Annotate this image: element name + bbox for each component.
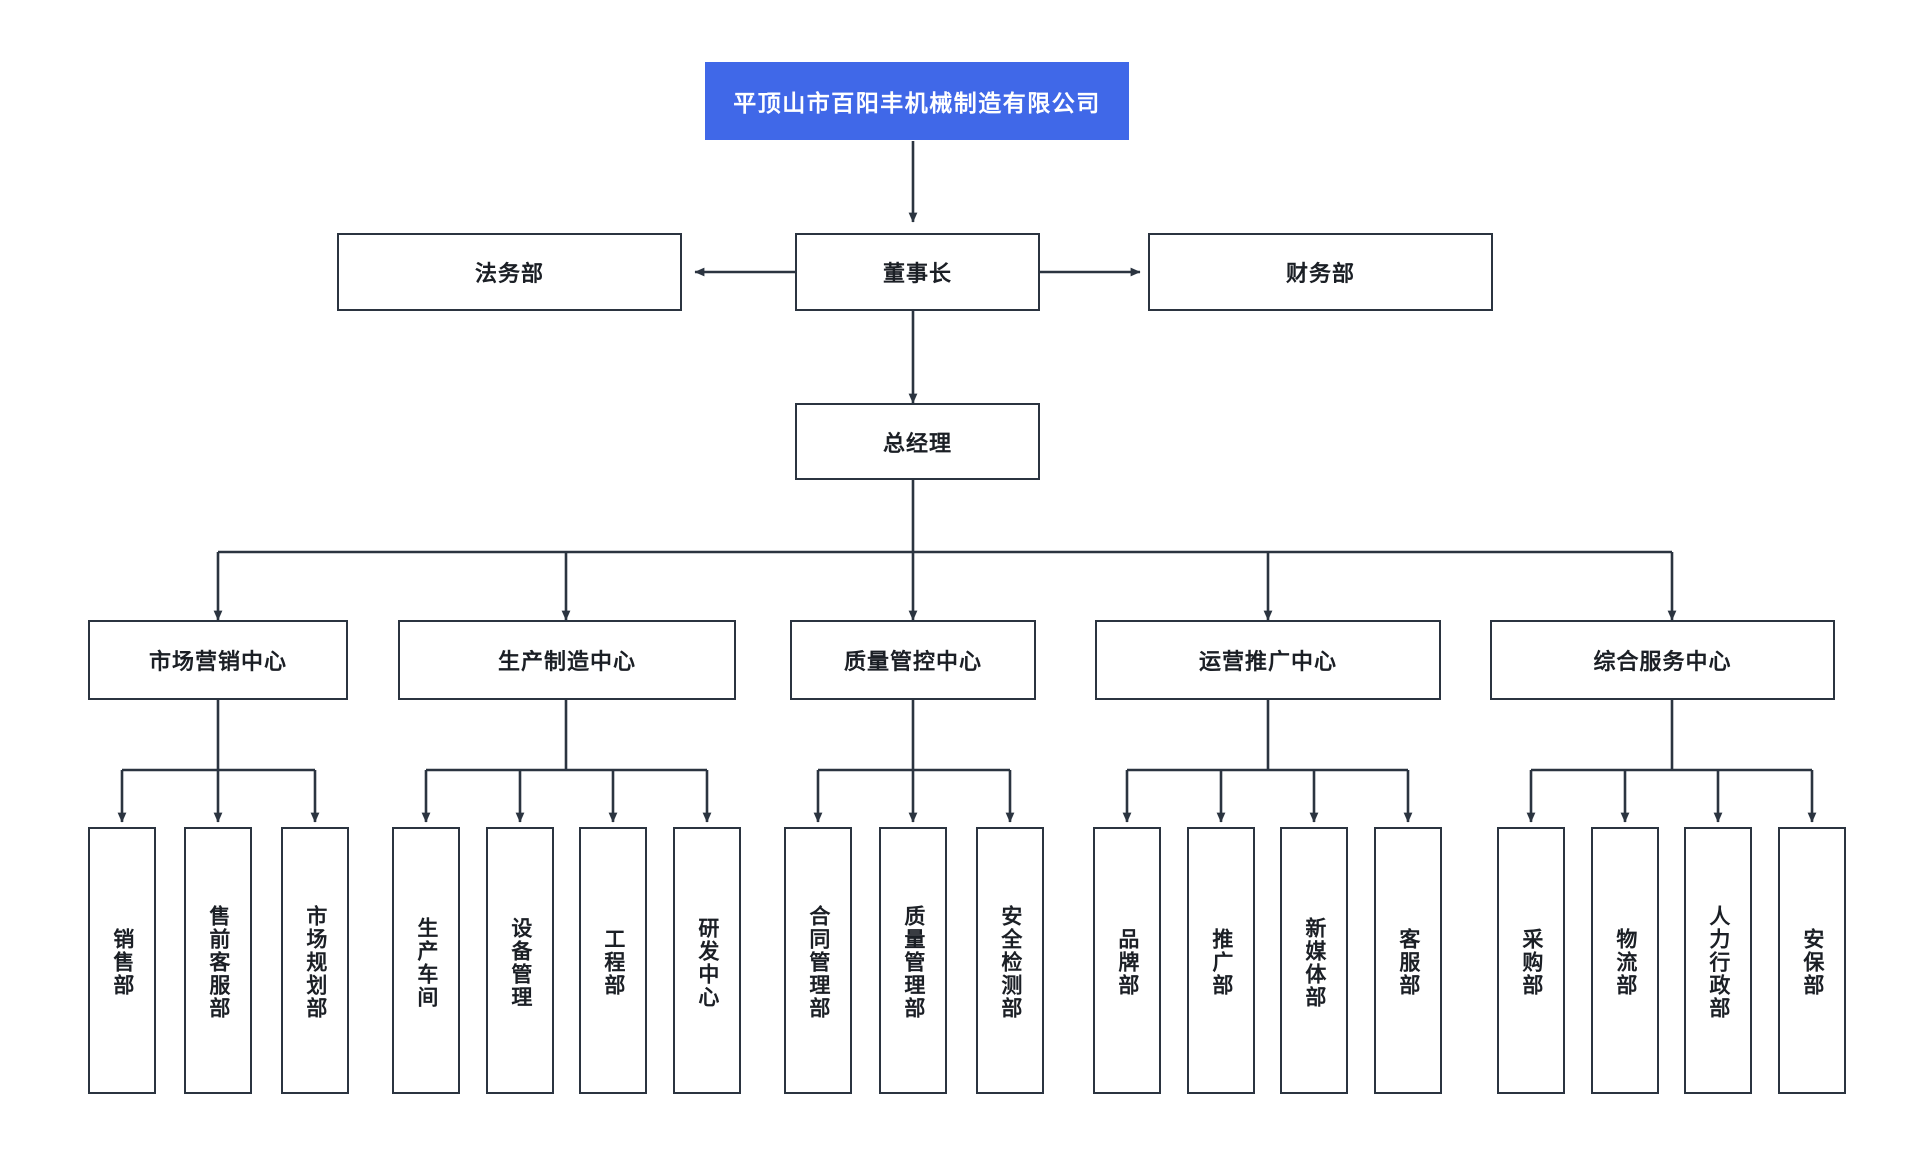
node-label: 董事长 (882, 261, 952, 286)
node-center-general-services[interactable]: 综合服务中心 (1490, 620, 1835, 700)
node-dept-production-workshop[interactable]: 生产车间 (392, 827, 460, 1094)
node-center-operations[interactable]: 运营推广中心 (1095, 620, 1441, 700)
node-label: 客服部 (1396, 928, 1420, 997)
node-label: 市场营销中心 (148, 649, 287, 674)
node-center-marketing[interactable]: 市场营销中心 (88, 620, 348, 700)
node-label: 总经理 (882, 430, 952, 456)
node-label: 人力行政部 (1706, 905, 1730, 1020)
node-label: 质量管理部 (901, 905, 925, 1020)
node-dept-market-planning[interactable]: 市场规划部 (281, 827, 349, 1094)
node-dept-logistics[interactable]: 物流部 (1591, 827, 1659, 1094)
node-label: 平顶山市百阳丰机械制造有限公司 (733, 90, 1101, 116)
node-dept-rnd-center[interactable]: 研发中心 (673, 827, 741, 1094)
node-dept-sales[interactable]: 销售部 (88, 827, 156, 1094)
node-label: 售前客服部 (206, 905, 230, 1020)
node-general-manager[interactable]: 总经理 (795, 403, 1040, 480)
node-label: 质量管控中心 (843, 649, 982, 674)
node-center-quality[interactable]: 质量管控中心 (790, 620, 1036, 700)
node-dept-quality-management[interactable]: 质量管理部 (879, 827, 947, 1094)
node-dept-presales-service[interactable]: 售前客服部 (184, 827, 252, 1094)
node-label: 运营推广中心 (1198, 649, 1337, 674)
node-dept-procurement[interactable]: 采购部 (1497, 827, 1565, 1094)
node-dept-hr-admin[interactable]: 人力行政部 (1684, 827, 1752, 1094)
node-finance-department[interactable]: 财务部 (1148, 233, 1493, 311)
node-label: 生产车间 (414, 916, 438, 1009)
node-label: 工程部 (601, 928, 625, 997)
node-dept-security[interactable]: 安保部 (1778, 827, 1846, 1094)
node-label: 安保部 (1800, 928, 1824, 997)
node-dept-customer-service[interactable]: 客服部 (1374, 827, 1442, 1094)
node-dept-brand[interactable]: 品牌部 (1093, 827, 1161, 1094)
node-legal-department[interactable]: 法务部 (337, 233, 682, 311)
node-label: 推广部 (1209, 928, 1233, 997)
node-label: 品牌部 (1115, 928, 1139, 997)
node-label: 法务部 (474, 261, 544, 286)
node-chairman[interactable]: 董事长 (795, 233, 1040, 311)
node-label: 销售部 (110, 928, 134, 997)
node-label: 生产制造中心 (497, 649, 636, 674)
node-dept-engineering[interactable]: 工程部 (579, 827, 647, 1094)
node-label: 安全检测部 (998, 905, 1022, 1020)
node-label: 合同管理部 (806, 905, 830, 1020)
node-label: 综合服务中心 (1593, 649, 1732, 674)
node-label: 新媒体部 (1302, 916, 1326, 1009)
node-label: 物流部 (1613, 928, 1637, 997)
node-dept-equipment-management[interactable]: 设备管理 (486, 827, 554, 1094)
node-company-root[interactable]: 平顶山市百阳丰机械制造有限公司 (705, 62, 1129, 140)
node-label: 市场规划部 (303, 905, 327, 1020)
node-dept-contract-management[interactable]: 合同管理部 (784, 827, 852, 1094)
node-dept-safety-inspection[interactable]: 安全检测部 (976, 827, 1044, 1094)
node-label: 设备管理 (508, 916, 532, 1009)
node-label: 研发中心 (695, 916, 719, 1009)
node-label: 采购部 (1519, 928, 1543, 997)
node-dept-new-media[interactable]: 新媒体部 (1280, 827, 1348, 1094)
node-label: 财务部 (1285, 261, 1355, 286)
node-dept-promotion[interactable]: 推广部 (1187, 827, 1255, 1094)
node-center-production[interactable]: 生产制造中心 (398, 620, 736, 700)
